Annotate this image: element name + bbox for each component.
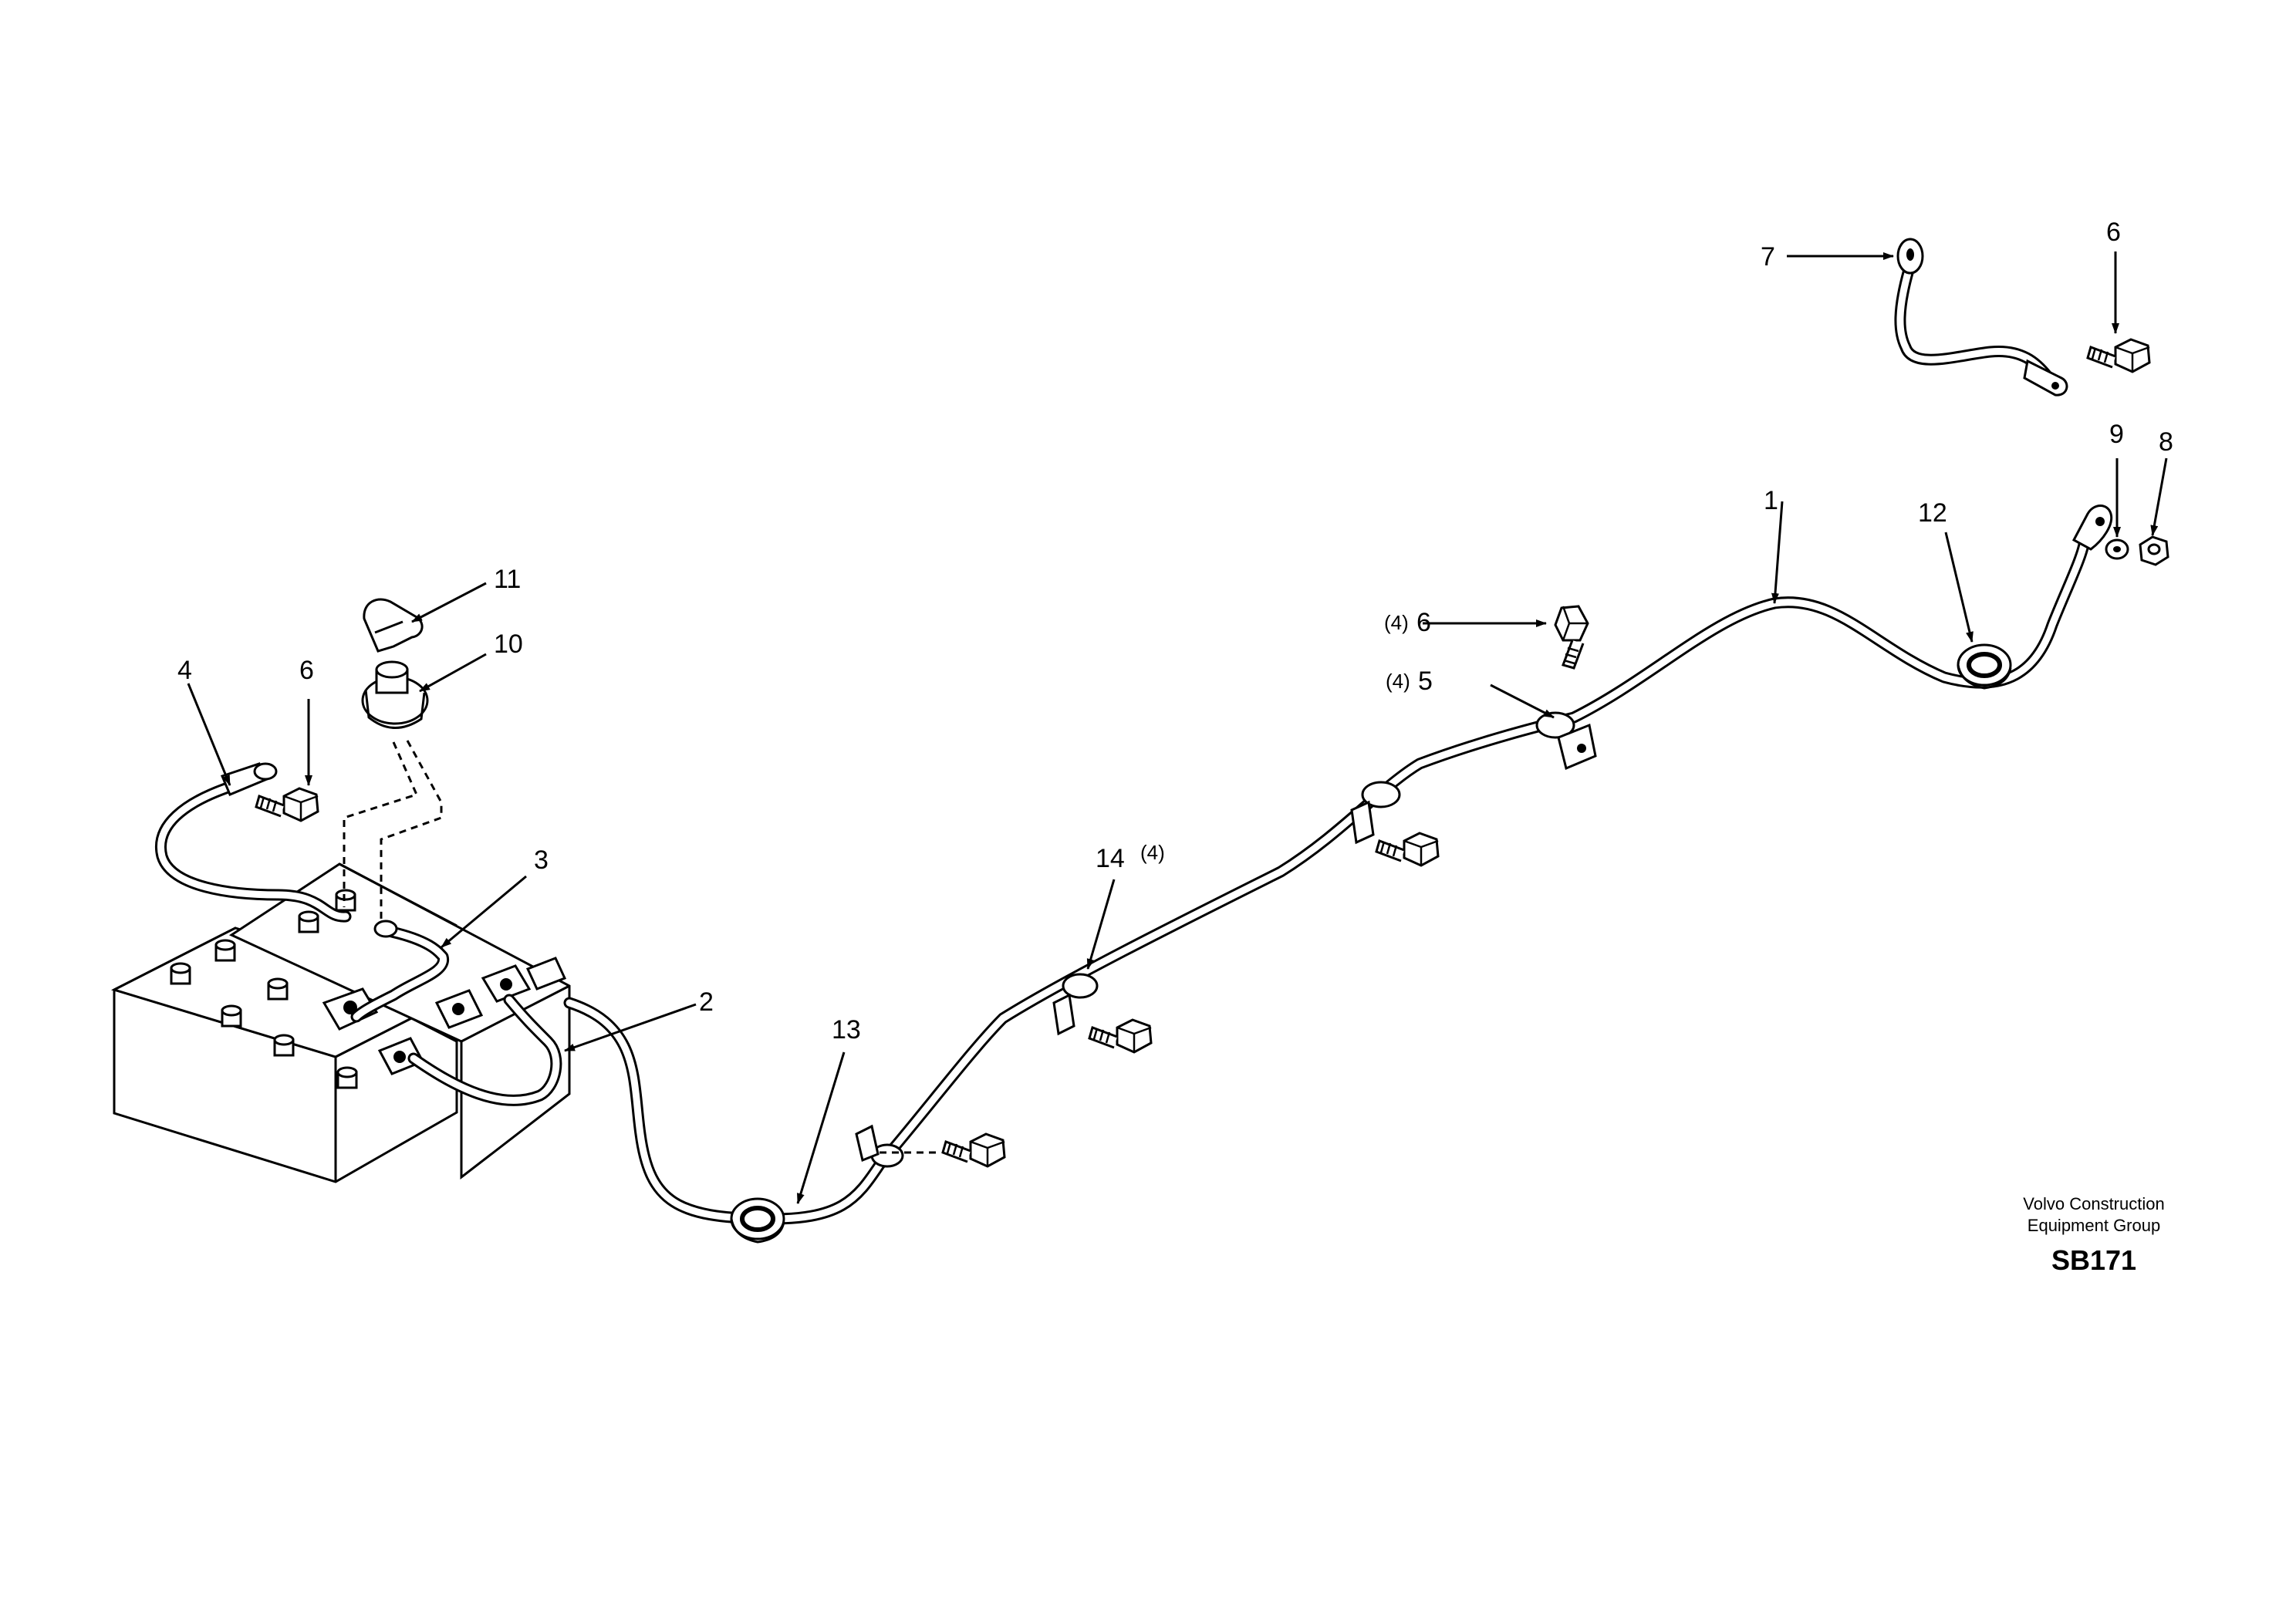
washer-9	[2105, 538, 2129, 560]
cable-7	[1894, 238, 2068, 397]
callout-6a-qty: (4)	[1384, 611, 1409, 634]
callout-9: 9	[2109, 420, 2124, 449]
drawing-footer: Volvo Construction Equipment Group SB171	[2023, 1194, 2164, 1276]
callout-10: 10	[494, 629, 523, 659]
callout-4: 4	[177, 656, 192, 685]
bolts	[255, 338, 2151, 1168]
callout-1: 1	[1764, 486, 1778, 515]
switch-key	[363, 598, 424, 653]
switch-link-dashed-2	[343, 741, 419, 907]
cable-clamps	[855, 711, 1597, 1168]
callout-labels: 1 2 3 4 (4) 5 (4) 6 6 6 7 8 9 10 11 12 1…	[177, 218, 2173, 1045]
grommet-13	[731, 1199, 784, 1242]
callout-2: 2	[699, 987, 714, 1017]
leader-lines	[187, 251, 2168, 1204]
callout-8: 8	[2159, 427, 2173, 457]
cable-3	[350, 920, 449, 1023]
drawing-code: SB171	[2051, 1244, 2136, 1276]
callout-6a: 6	[1416, 608, 1431, 637]
callout-5-qty: (4)	[1386, 670, 1410, 693]
callout-13: 13	[832, 1015, 861, 1045]
callout-5: 5	[1418, 667, 1433, 696]
callout-3: 3	[534, 845, 549, 875]
callout-11: 11	[494, 565, 521, 594]
callout-7: 7	[1761, 242, 1775, 272]
main-cable	[563, 505, 2113, 1225]
callout-12: 12	[1918, 498, 1947, 528]
callout-6b: 6	[299, 656, 314, 685]
callout-14-qty: (4)	[1140, 841, 1165, 864]
switch-link-dashed	[380, 740, 443, 923]
battery-switch	[361, 660, 429, 729]
company-line-2: Equipment Group	[2028, 1216, 2160, 1235]
company-line-1: Volvo Construction	[2023, 1194, 2164, 1213]
callout-6c: 6	[2106, 218, 2121, 247]
callout-14: 14	[1096, 844, 1125, 873]
cable-2	[407, 994, 562, 1106]
cable-4	[155, 762, 352, 923]
nut-8	[2139, 535, 2169, 566]
